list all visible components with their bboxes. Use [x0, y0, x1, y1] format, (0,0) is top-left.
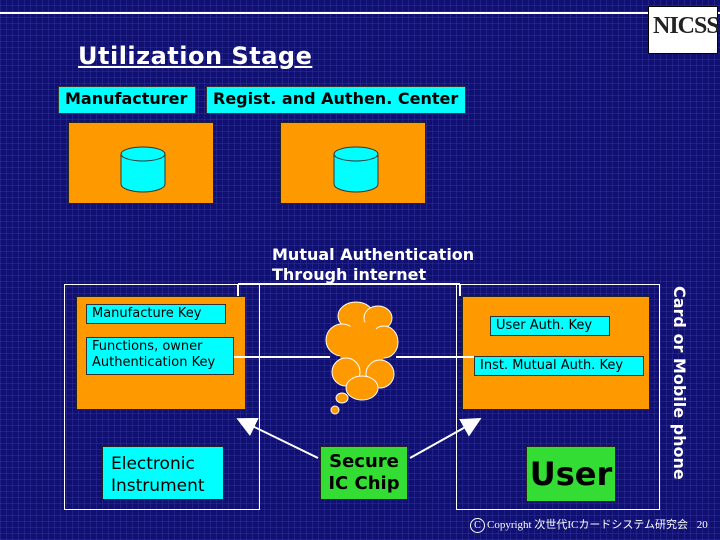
manufacturer-label: Manufacturer	[58, 86, 196, 114]
instrument-line1: Electronic	[111, 454, 195, 474]
secure-ic-chip-box: Secure IC Chip	[320, 446, 408, 500]
network-label-line2: Through internet	[272, 265, 427, 284]
center-database-icon	[333, 146, 379, 193]
top-rule	[0, 12, 720, 14]
chip-line1: Secure	[329, 451, 399, 472]
card-side-label: Card or Mobile phone	[670, 286, 689, 480]
user-auth-key-label: User Auth. Key	[490, 316, 610, 336]
instrument-frame	[64, 284, 260, 510]
logo-text: NICSS	[653, 13, 720, 39]
functions-key-label: Functions, owner Authentication Key	[86, 337, 234, 375]
page-title: Utilization Stage	[78, 42, 313, 70]
cloud-icon	[325, 301, 399, 415]
electronic-instrument-box: Electronic Instrument	[102, 446, 224, 500]
chip-line2: IC Chip	[328, 473, 400, 494]
chip-to-card-arrow	[409, 418, 482, 459]
instrument-line2: Instrument	[111, 476, 205, 496]
manufacture-key-label: Manufacture Key	[86, 304, 226, 324]
copyright-text: Copyright 次世代ICカードシステム研究会	[487, 519, 689, 531]
functions-key-line2: Authentication Key	[92, 355, 216, 370]
copyright-symbol: C	[470, 518, 485, 533]
network-label-line1: Mutual Authentication	[272, 245, 475, 264]
chip-to-instrument-arrow	[236, 418, 319, 459]
manufacturer-database-icon	[120, 146, 166, 193]
card-key-area	[462, 296, 650, 410]
user-box: User	[526, 446, 616, 502]
page-number: 20	[696, 519, 708, 531]
card-frame	[456, 284, 660, 510]
center-label: Regist. and Authen. Center	[206, 86, 466, 114]
inst-mutual-key-label: Inst. Mutual Auth. Key	[474, 356, 644, 376]
network-label: Mutual Authentication Through internet	[272, 245, 474, 285]
functions-key-line1: Functions, owner	[92, 339, 203, 354]
nicss-logo: NICSS	[648, 6, 720, 54]
